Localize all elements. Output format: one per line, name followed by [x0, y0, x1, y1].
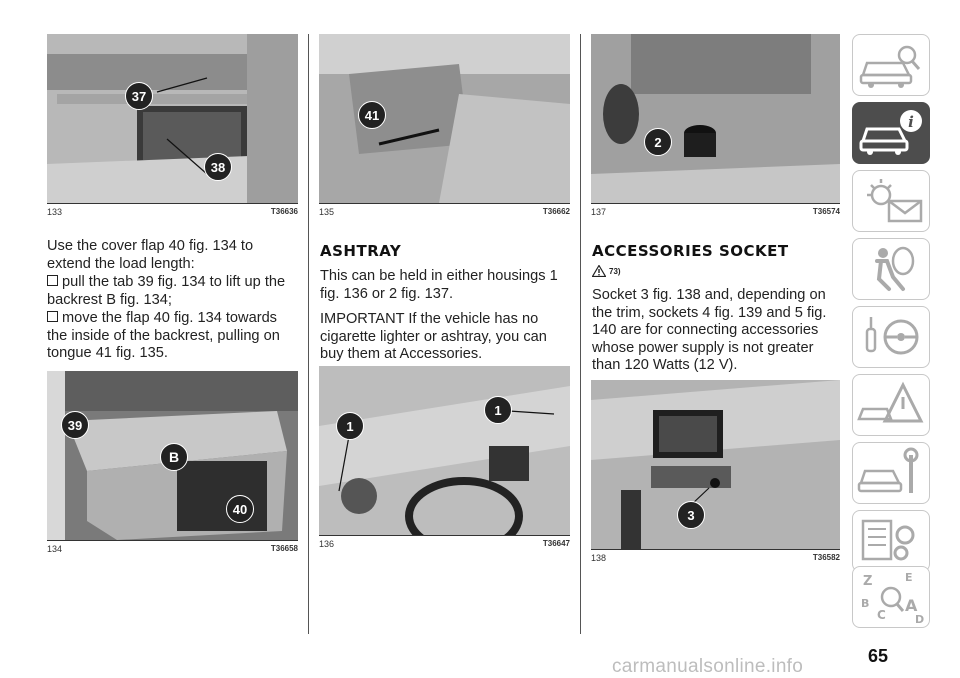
callout-1: 1 — [484, 396, 512, 424]
callout-2: 2 — [644, 128, 672, 156]
figure-number: 137 — [591, 207, 607, 217]
caption-135: 135 T36662 — [319, 207, 570, 217]
col1-text: Use the cover flap 40 fig. 134 to extend… — [47, 238, 299, 363]
warning-light-message-icon — [867, 179, 923, 223]
caption-136: 136 T36647 — [319, 539, 570, 549]
callout-37: 37 — [125, 82, 153, 110]
airbag-passenger-icon — [875, 246, 915, 291]
callout-40: 40 — [226, 495, 254, 523]
caption-rule-136 — [319, 535, 570, 536]
caption-rule-138 — [591, 549, 840, 550]
page-number: 65 — [868, 646, 889, 666]
bullet-text: pull the tab 39 fig. 134 to lift up the … — [47, 274, 286, 308]
figure-138-photo: 3 — [591, 380, 840, 549]
car-breakdown-triangle-icon — [857, 381, 924, 423]
bullet-item: move the flap 40 fig. 134 towards the in… — [47, 310, 299, 363]
figure-code: T36636 — [270, 207, 298, 216]
chapter-tab-safety[interactable] — [852, 238, 930, 300]
key-steering-wheel-icon — [865, 317, 919, 355]
figure-number: 136 — [319, 539, 335, 549]
chapter-tab-warning-lights[interactable] — [852, 170, 930, 232]
heading-accessories-socket: ACCESSORIES SOCKET — [592, 242, 789, 260]
ashtray-important-paragraph: IMPORTANT If the vehicle has no cigarett… — [320, 311, 547, 362]
chapter-tab-starting-driving[interactable] — [852, 306, 930, 368]
figure-number: 133 — [47, 207, 63, 217]
svg-text:D: D — [915, 613, 924, 626]
car-maintenance-wrench-icon — [857, 447, 919, 493]
figure-code: T36574 — [812, 207, 840, 216]
alphabetical-index-search-icon: Z E BC AD — [861, 571, 924, 626]
watermark: carmanualsonline.info — [612, 656, 804, 677]
chapter-tab-car-search[interactable] — [852, 34, 930, 96]
socket-paragraph: Socket 3 fig. 138 and, depending on the … — [592, 287, 827, 373]
caption-137: 137 T36574 — [591, 207, 840, 217]
callout-3: 3 — [677, 501, 705, 529]
intro-text: Use the cover flap 40 fig. 134 to extend… — [47, 238, 254, 272]
callout-41: 41 — [358, 101, 386, 129]
car-info-icon: i — [859, 110, 922, 155]
figure-code: T36662 — [542, 207, 570, 216]
caption-rule-134 — [47, 540, 298, 541]
chapter-tab-maintenance[interactable] — [852, 442, 930, 504]
svg-text:Z: Z — [863, 574, 872, 589]
chapter-tab-emergency[interactable] — [852, 374, 930, 436]
caption-rule-133 — [47, 203, 298, 204]
car-search-icon — [859, 45, 921, 88]
warning-triangle-icon — [592, 265, 606, 277]
heading-ashtray: ASHTRAY — [320, 242, 402, 260]
callout-38: 38 — [204, 153, 232, 181]
figure-number: 135 — [319, 207, 335, 217]
figure-135-photo: 41 — [319, 34, 570, 203]
col3-text: Socket 3 fig. 138 and, depending on the … — [592, 287, 844, 383]
figure-137-photo: 2 — [591, 34, 840, 203]
svg-text:E: E — [905, 571, 913, 584]
svg-text:A: A — [905, 596, 918, 615]
bullet-text: move the flap 40 fig. 134 towards the in… — [47, 310, 280, 361]
caption-133: 133 T36636 — [47, 207, 298, 217]
col2-text: This can be held in either housings 1 fi… — [320, 268, 572, 372]
figure-number: 138 — [591, 553, 607, 563]
figure-number: 134 — [47, 544, 63, 554]
svg-text:i: i — [908, 113, 914, 131]
svg-text:B: B — [861, 597, 869, 610]
figure-code: T36658 — [270, 544, 298, 553]
caption-rule-137 — [591, 203, 840, 204]
warning-reference: 73) — [592, 265, 621, 277]
column-divider — [580, 34, 581, 634]
figure-code: T36647 — [542, 539, 570, 548]
svg-text:C: C — [877, 608, 886, 622]
checkbox-bullet-icon — [47, 275, 58, 286]
chapter-tab-technical-specs[interactable] — [852, 510, 930, 572]
figure-134-photo: 39 B 40 — [47, 371, 298, 540]
callout-1: 1 — [336, 412, 364, 440]
figure-code: T36582 — [812, 553, 840, 562]
figure-136-photo: 1 1 — [319, 366, 570, 535]
caption-rule-135 — [319, 203, 570, 204]
chapter-tab-car-info[interactable]: i — [852, 102, 930, 164]
warning-ref-text: 73) — [609, 266, 621, 276]
specifications-gears-icon — [861, 519, 915, 561]
figure-133-photo: 37 38 — [47, 34, 298, 203]
caption-138: 138 T36582 — [591, 553, 840, 563]
callout-B: B — [160, 443, 188, 471]
ashtray-paragraph: This can be held in either housings 1 fi… — [320, 268, 558, 302]
checkbox-bullet-icon — [47, 311, 58, 322]
column-divider — [308, 34, 309, 634]
caption-134: 134 T36658 — [47, 544, 298, 554]
callout-39: 39 — [61, 411, 89, 439]
bullet-item: pull the tab 39 fig. 134 to lift up the … — [47, 274, 299, 309]
